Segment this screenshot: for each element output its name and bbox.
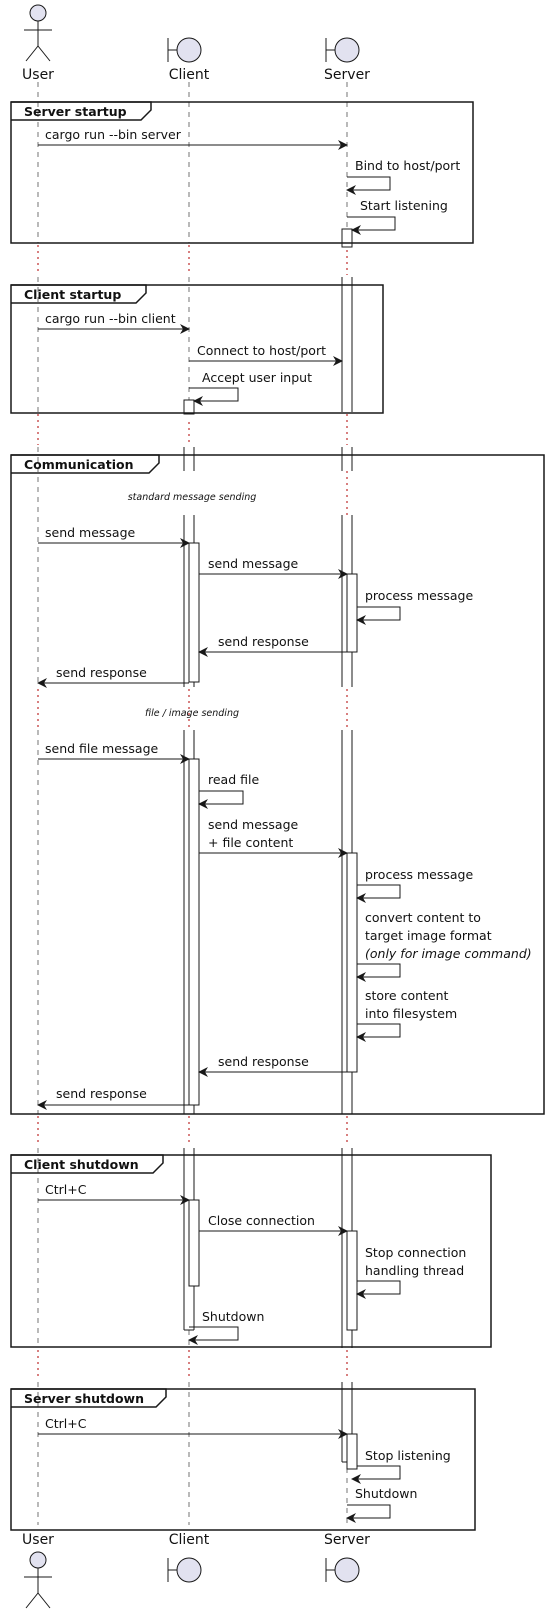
group-title: Server startup <box>24 104 127 119</box>
actor-icon <box>24 1551 52 1609</box>
message-label: cargo run --bin server <box>45 127 182 142</box>
group-title: Server shutdown <box>24 1391 144 1406</box>
participant-label: Server <box>324 67 370 83</box>
activation-bars <box>183 228 358 1470</box>
activation-client-input <box>183 399 195 415</box>
self-message-arrow <box>356 884 401 903</box>
boundary-icon <box>325 1557 360 1583</box>
participant-server-bottom: Server <box>324 1532 370 1583</box>
participant-user-top: User <box>22 4 54 83</box>
lifelines <box>37 82 348 1525</box>
message-label: store content <box>365 988 449 1003</box>
participant-client-bottom: Client <box>167 1532 210 1583</box>
participant-label: Server <box>324 1532 370 1548</box>
activation-server-shutdown <box>346 1433 358 1470</box>
message-label: send message <box>208 556 299 571</box>
message-label: Ctrl+C <box>45 1182 87 1197</box>
divider-label: file / image sending <box>145 708 239 719</box>
message-label: Accept user input <box>202 370 312 385</box>
message-label: convert content to <box>365 910 481 925</box>
message-label: cargo run --bin client <box>45 311 176 326</box>
activation-server-listening <box>341 228 353 248</box>
message-label: Bind to host/port <box>355 158 460 173</box>
self-message-arrow <box>356 963 401 982</box>
message-label: target image format <box>365 928 492 943</box>
group-title: Client shutdown <box>24 1157 139 1172</box>
message-label: Close connection <box>208 1213 315 1228</box>
group-client-shutdown: Client shutdown <box>10 1154 492 1348</box>
message-label: process message <box>365 588 473 603</box>
self-message-arrow <box>351 1465 401 1484</box>
message-label: + file content <box>208 835 293 850</box>
message-label: Shutdown <box>202 1309 264 1324</box>
message-label: send message <box>45 525 136 540</box>
group-title: Client startup <box>24 287 121 302</box>
message-label: send response <box>56 665 147 680</box>
participant-label: Client <box>169 67 210 83</box>
message-label: into filesystem <box>365 1006 457 1021</box>
message-label: (only for image command) <box>365 946 532 961</box>
participant-server-top: Server <box>324 37 370 83</box>
message-label: Stop connection <box>365 1245 466 1260</box>
message-label: handling thread <box>365 1263 464 1278</box>
participant-label: User <box>22 1532 54 1548</box>
group-client-startup: Client startup <box>10 284 384 414</box>
group-title: Communication <box>24 457 134 472</box>
messages: cargo run --bin server Bind to host/port… <box>37 127 532 1523</box>
message-label: Connect to host/port <box>197 343 326 358</box>
message-label: send response <box>56 1086 147 1101</box>
group-server-shutdown: Server shutdown <box>10 1388 476 1531</box>
message-label: read file <box>208 772 259 787</box>
self-message-arrow <box>188 1326 239 1345</box>
actor-icon <box>24 4 52 62</box>
group-communication: Communication <box>10 454 545 1115</box>
boundary-icon <box>167 37 202 63</box>
group-server-startup: Server startup <box>10 101 474 244</box>
message-label: send response <box>218 634 309 649</box>
message-label: send message <box>208 817 299 832</box>
activation-client-file <box>188 758 200 1106</box>
self-message-arrow <box>189 387 239 406</box>
activation-client-shutdown <box>188 1199 200 1287</box>
message-label: Ctrl+C <box>45 1416 87 1431</box>
self-message-arrow <box>198 790 244 809</box>
self-message-arrow <box>356 1280 401 1299</box>
boundary-icon <box>167 1557 202 1583</box>
activation-client-send <box>188 542 200 683</box>
self-message-arrow <box>346 1504 391 1523</box>
message-label: Start listening <box>360 198 448 213</box>
boundary-icon <box>325 37 360 63</box>
self-message-arrow <box>346 176 391 195</box>
self-message-arrow <box>356 1023 401 1042</box>
participant-label: User <box>22 67 54 83</box>
message-label: Stop listening <box>365 1448 451 1463</box>
participant-client-top: Client <box>167 37 210 83</box>
message-label: send response <box>218 1054 309 1069</box>
message-label: send file message <box>45 741 159 756</box>
self-message-arrow <box>347 216 396 235</box>
activation-server-file <box>346 852 358 1073</box>
message-label: process message <box>365 867 473 882</box>
message-label: Shutdown <box>355 1486 417 1501</box>
participant-user-bottom: User <box>22 1532 54 1609</box>
divider-label: standard message sending <box>128 492 257 503</box>
activation-server-stop <box>346 1230 358 1331</box>
activation-server-process <box>346 573 358 653</box>
participant-label: Client <box>169 1532 210 1548</box>
self-message-arrow <box>356 606 401 625</box>
